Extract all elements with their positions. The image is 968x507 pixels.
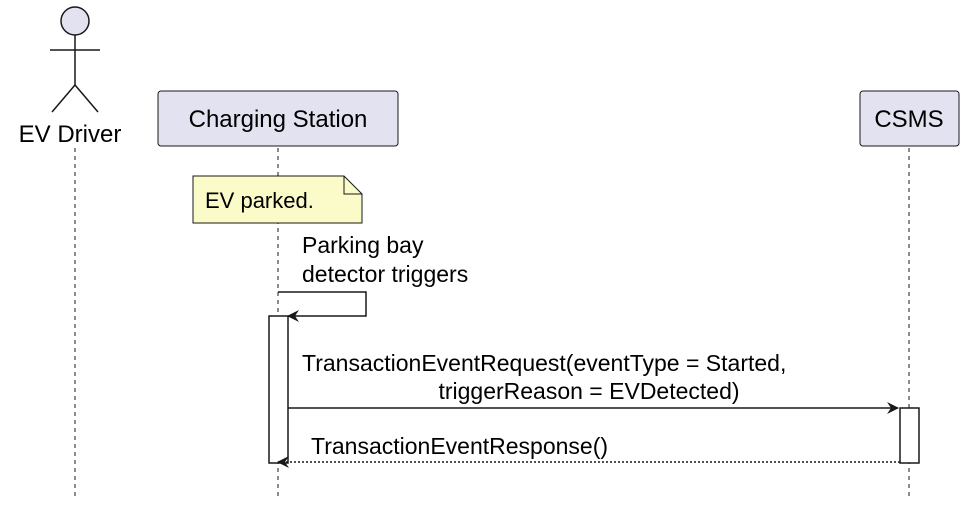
actor-label: EV Driver xyxy=(19,121,122,148)
self-message-label-line2: detector triggers xyxy=(302,261,468,287)
request-message-label-line2: triggerReason = EVDetected) xyxy=(438,378,739,404)
participant-label: Charging Station xyxy=(189,106,368,133)
actor-right-leg xyxy=(74,84,99,113)
actor-head xyxy=(60,6,90,36)
note-label: EV parked. xyxy=(205,188,314,213)
participant-label: CSMS xyxy=(874,106,943,133)
activation-csms xyxy=(899,407,920,464)
response-message-label: TransactionEventResponse() xyxy=(311,433,608,459)
self-message-label-line1: Parking bay xyxy=(302,232,424,258)
self-message-arrow xyxy=(278,291,367,322)
activation-charging-station xyxy=(268,315,289,464)
actor-left-leg xyxy=(51,84,76,113)
note-fold xyxy=(343,176,362,195)
actor-ev-driver: EV Driver xyxy=(19,6,122,148)
participant-charging-station: Charging Station xyxy=(157,90,399,147)
participant-csms: CSMS xyxy=(859,90,960,147)
participant-box xyxy=(157,90,399,147)
participant-box xyxy=(859,90,960,147)
note-ev-parked: EV parked. xyxy=(192,175,363,224)
note-box xyxy=(192,175,363,224)
request-message-label-line1: TransactionEventRequest(eventType = Star… xyxy=(302,350,786,376)
